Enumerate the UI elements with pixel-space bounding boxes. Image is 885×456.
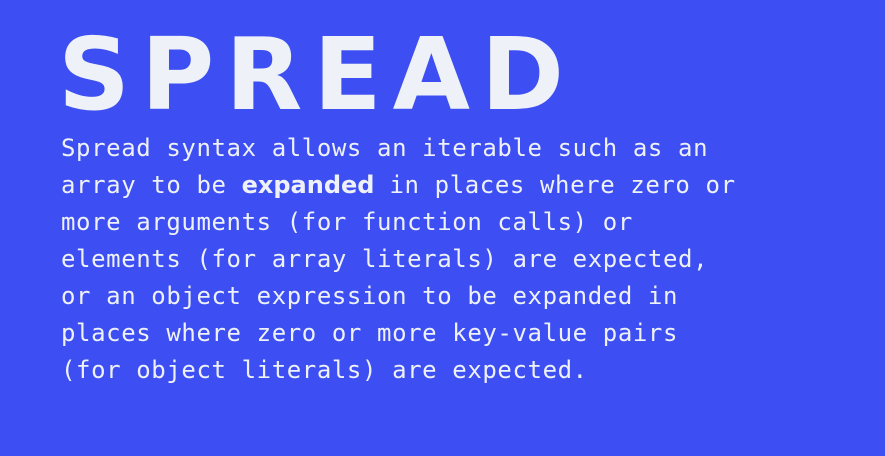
emphasized-term: expanded (241, 171, 375, 199)
description-line-4: elements (for array literals) are expect… (61, 245, 709, 273)
description-text: in places where zero or (374, 171, 736, 199)
description-line-6: places where zero or more key-value pair… (61, 319, 679, 347)
page-title: SPREAD (58, 16, 576, 133)
description-line-5: or an object expression to be expanded i… (61, 282, 679, 310)
description-line-1: Spread syntax allows an iterable such as… (61, 134, 709, 162)
description: Spread syntax allows an iterable such as… (61, 130, 861, 389)
description-line-2: array to be expanded in places where zer… (61, 167, 861, 204)
description-line-7: (for object literals) are expected. (61, 356, 588, 384)
description-text: array to be (61, 171, 242, 199)
description-line-3: more arguments (for function calls) or (61, 208, 633, 236)
